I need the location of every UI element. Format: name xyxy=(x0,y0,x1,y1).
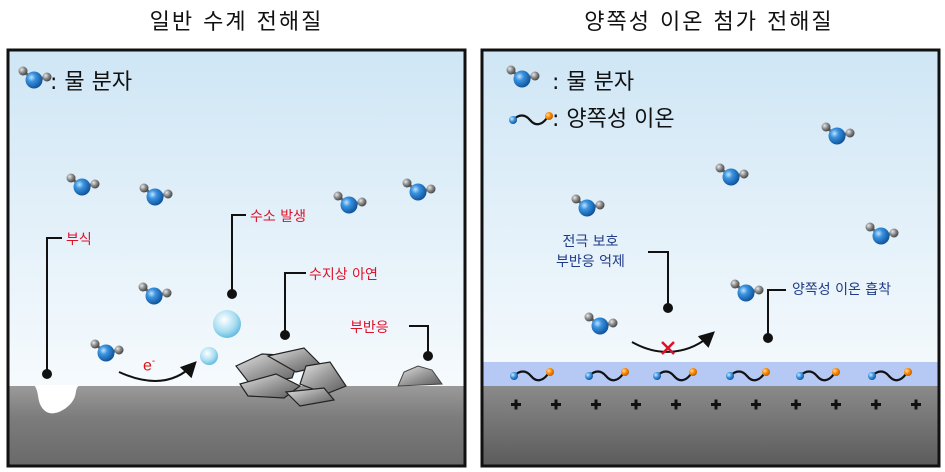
bubble-icon xyxy=(200,347,218,365)
plus-sign-icon xyxy=(511,399,921,410)
left-panel xyxy=(6,48,467,468)
dendrite-zinc-label: 수지상 아연 xyxy=(309,267,378,283)
left-panel-title: 일반 수계 전해질 xyxy=(149,10,324,35)
right-legend-water: : 물 분자 xyxy=(552,70,635,95)
left-legend-water: : 물 분자 xyxy=(50,70,133,95)
side-reaction-label: 부반응 xyxy=(350,320,389,336)
bubble-icon xyxy=(213,310,241,338)
right-electrode xyxy=(483,386,938,465)
x-mark-icon xyxy=(661,341,675,355)
corrosion-label: 부식 xyxy=(66,232,92,248)
left-electrode xyxy=(9,386,464,465)
right-panel-title: 양쪽성 이온 첨가 전해질 xyxy=(584,10,834,35)
electrode-protection-label: 전극 보호 부반응 억제 xyxy=(556,234,625,270)
side-reaction-deposit xyxy=(397,365,443,387)
blocked-arrow-icon xyxy=(631,331,715,353)
right-legend-zwitterion: : 양쪽성 이온 xyxy=(552,107,675,132)
hydrogen-evolution-label: 수소 발생 xyxy=(250,209,306,225)
right-panel xyxy=(480,48,941,468)
dendrite-zinc-icon xyxy=(235,347,347,407)
corrosion-pit xyxy=(34,385,80,414)
adsorption-layer xyxy=(483,362,938,386)
zwitterion-adsorption-label: 양쪽성 이온 흡착 xyxy=(792,282,892,298)
electron-arrow-icon xyxy=(118,361,197,382)
electron-label: e- xyxy=(143,356,156,375)
